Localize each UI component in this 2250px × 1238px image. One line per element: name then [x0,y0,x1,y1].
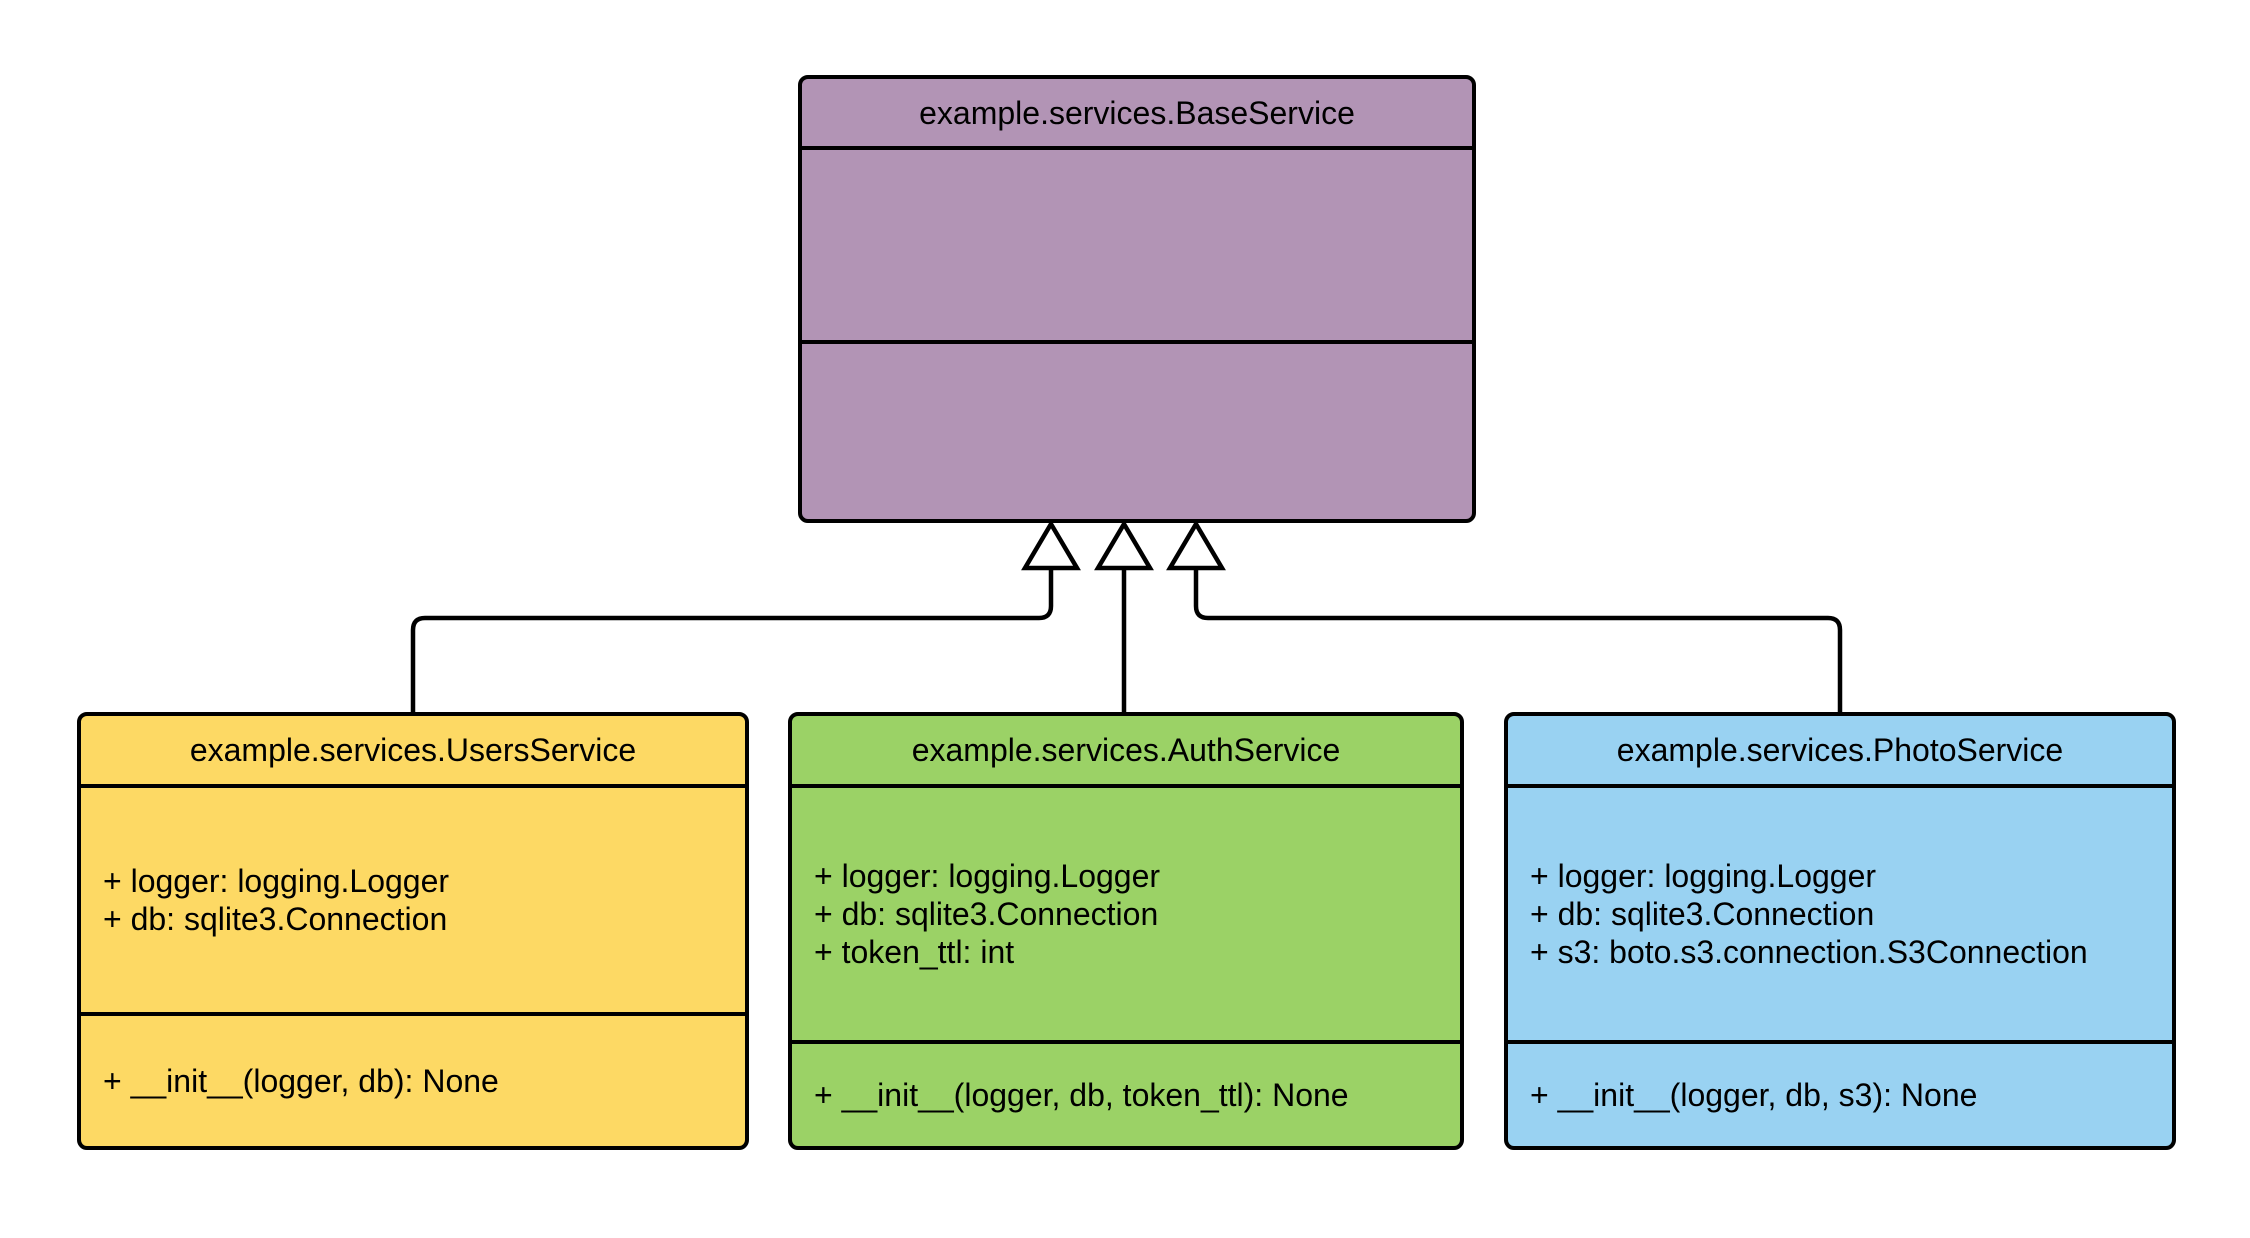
class-title-baseservice: example.services.BaseService [919,94,1355,131]
class-attributes-authservice: + logger: logging.Logger + db: sqlite3.C… [792,784,1460,1040]
attribute-line: + logger: logging.Logger [814,858,1161,894]
inheritance-edge-photo [1193,568,1843,714]
inheritance-arrowhead-users [1021,519,1081,571]
class-title-authservice: example.services.AuthService [911,732,1341,768]
class-methods-authservice: + __init__(logger, db, token_ttl): None [792,1040,1460,1146]
method-line: + __init__(logger, db): None [103,1063,499,1099]
class-methods-usersservice: + __init__(logger, db): None [81,1012,745,1146]
class-box-baseservice: example.services.BaseService [798,75,1476,523]
class-box-usersservice: example.services.UsersService + logger: … [77,712,749,1150]
inheritance-arrowhead-auth [1094,519,1154,571]
class-title-photoservice: example.services.PhotoService [1616,732,2064,768]
method-line: + __init__(logger, db, s3): None [1530,1077,1978,1113]
attribute-line: + token_ttl: int [814,934,1015,970]
attribute-line: + db: sqlite3.Connection [814,896,1159,932]
inheritance-arrowhead-photo [1166,519,1226,571]
attribute-line: + db: sqlite3.Connection [1530,896,1875,932]
class-title-usersservice: example.services.UsersService [189,732,637,768]
class-attributes-baseservice [802,146,1472,340]
attribute-line: + s3: boto.s3.connection.S3Connection [1530,934,2088,970]
attribute-line: + logger: logging.Logger [1530,858,1877,894]
attribute-line: + db: sqlite3.Connection [103,901,448,937]
attribute-line: + logger: logging.Logger [103,863,450,899]
class-methods-photoservice: + __init__(logger, db, s3): None [1508,1040,2172,1146]
class-methods-baseservice [802,340,1472,519]
class-attributes-photoservice: + logger: logging.Logger + db: sqlite3.C… [1508,784,2172,1040]
class-box-authservice: example.services.AuthService + logger: l… [788,712,1464,1150]
class-attributes-usersservice: + logger: logging.Logger + db: sqlite3.C… [81,784,745,1012]
inheritance-edge-users [410,568,1054,714]
class-box-photoservice: example.services.PhotoService + logger: … [1504,712,2176,1150]
method-line: + __init__(logger, db, token_ttl): None [814,1077,1349,1113]
